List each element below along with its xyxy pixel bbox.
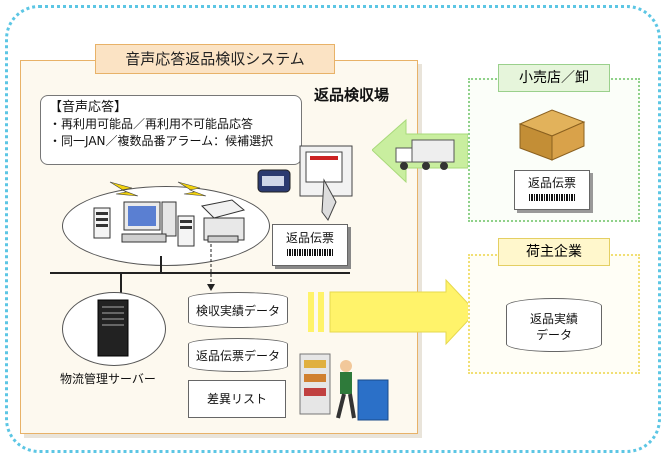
- return-slip-label: 返品伝票: [285, 231, 334, 245]
- inspection-data-db: 検収実績データ: [188, 292, 288, 328]
- server-label: 物流管理サーバー: [60, 372, 156, 386]
- server-tower-icon: [93, 207, 111, 239]
- barcode-icon: [287, 249, 333, 256]
- server-link: [120, 272, 122, 294]
- owner-return-db: 返品実績 データ: [506, 298, 602, 352]
- network-link: [160, 256, 162, 272]
- retail-slip-label: 返品伝票: [527, 176, 576, 190]
- speech-flash-icon: [109, 181, 207, 197]
- area-label: 返品検収場: [314, 86, 390, 104]
- return-slip-card: 返品伝票: [272, 224, 348, 266]
- server-tower-icon: [177, 215, 195, 247]
- worker-cart-icon: [299, 353, 389, 421]
- owner-db-line1: 返品実績: [529, 312, 578, 326]
- retail-slip-card: 返品伝票: [514, 170, 590, 210]
- pc-group: [93, 181, 246, 247]
- server-tower-icon: [97, 299, 129, 357]
- printer-icon: [200, 199, 246, 243]
- barcode-icon: [529, 194, 575, 201]
- slip-data-db: 返品伝票データ: [188, 338, 288, 372]
- system-title: 音声応答返品検収システム: [95, 44, 335, 74]
- voice-line-1: ・再利用可能品／再利用不可能品応答: [49, 117, 254, 131]
- print-arrow: [207, 244, 215, 291]
- outer-frame: [5, 5, 661, 453]
- truck-icon: [395, 139, 455, 170]
- owner-title: 荷主企業: [498, 238, 610, 266]
- network-line: [50, 272, 350, 274]
- voice-line-2: ・同一JAN／複数品番アラーム：候補選択: [49, 134, 274, 148]
- barcode-scanner-icon: [257, 145, 353, 221]
- scanner-station: [257, 145, 353, 221]
- voice-response-box: 【音声応答】 ・再利用可能品／再利用不可能品応答 ・同一JAN／複数品番アラーム…: [40, 95, 302, 165]
- outbound-arrow: [308, 278, 477, 346]
- voice-heading: 【音声応答】: [49, 100, 128, 115]
- owner-db-line2: データ: [535, 328, 572, 342]
- cardboard-box-icon: [518, 109, 586, 161]
- desktop-pc-icon: [121, 201, 177, 243]
- retail-title: 小売店／卸: [498, 64, 610, 92]
- diff-list-doc: 差異リスト: [188, 380, 286, 418]
